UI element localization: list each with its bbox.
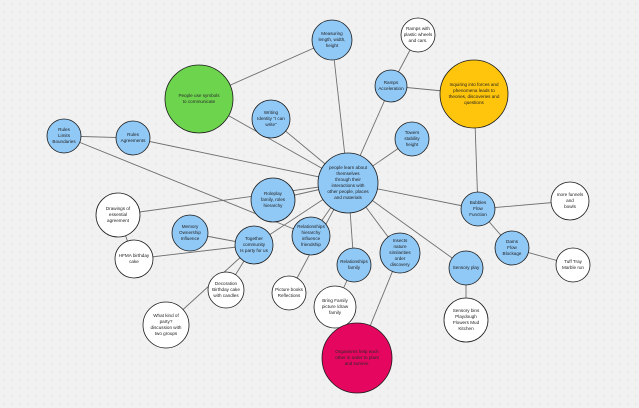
node-shapes: [46, 17, 591, 394]
node-inquiring[interactable]: [439, 59, 509, 129]
connector-together-hfma: [133, 244, 255, 260]
node-picture-books[interactable]: [271, 275, 307, 311]
node-measuring[interactable]: [311, 19, 353, 61]
node-decoration[interactable]: [207, 271, 245, 309]
connector-center-rules-agreements: [132, 137, 349, 184]
node-ramps-plastic[interactable]: [400, 17, 436, 53]
node-rules-agreements[interactable]: [115, 120, 151, 156]
node-drawings[interactable]: [95, 192, 141, 238]
connector-center-drawings: [117, 182, 349, 216]
node-magenta[interactable]: [321, 322, 393, 394]
node-writing[interactable]: [251, 99, 291, 139]
node-together[interactable]: [234, 225, 274, 265]
node-symbols[interactable]: [164, 64, 234, 134]
node-tuff-tray[interactable]: [555, 247, 591, 283]
node-insects[interactable]: [379, 232, 421, 274]
node-dams[interactable]: [494, 230, 530, 266]
node-roleplay[interactable]: [250, 177, 296, 223]
node-memory[interactable]: [171, 214, 209, 252]
node-bubbles[interactable]: [460, 191, 496, 227]
node-center[interactable]: [317, 152, 379, 214]
node-rules-limits[interactable]: [46, 118, 82, 154]
node-party-q[interactable]: [142, 301, 190, 349]
node-hfma[interactable]: [114, 239, 154, 279]
node-sensory-play[interactable]: [448, 250, 484, 286]
node-ramps-accel[interactable]: [374, 69, 408, 103]
node-more-funnels[interactable]: [550, 181, 590, 221]
node-relationships-h[interactable]: [291, 216, 331, 256]
node-towers[interactable]: [394, 121, 430, 157]
node-sensory-bins[interactable]: [443, 297, 489, 343]
node-bring-family[interactable]: [313, 285, 357, 329]
node-relationships-f[interactable]: [336, 247, 372, 283]
